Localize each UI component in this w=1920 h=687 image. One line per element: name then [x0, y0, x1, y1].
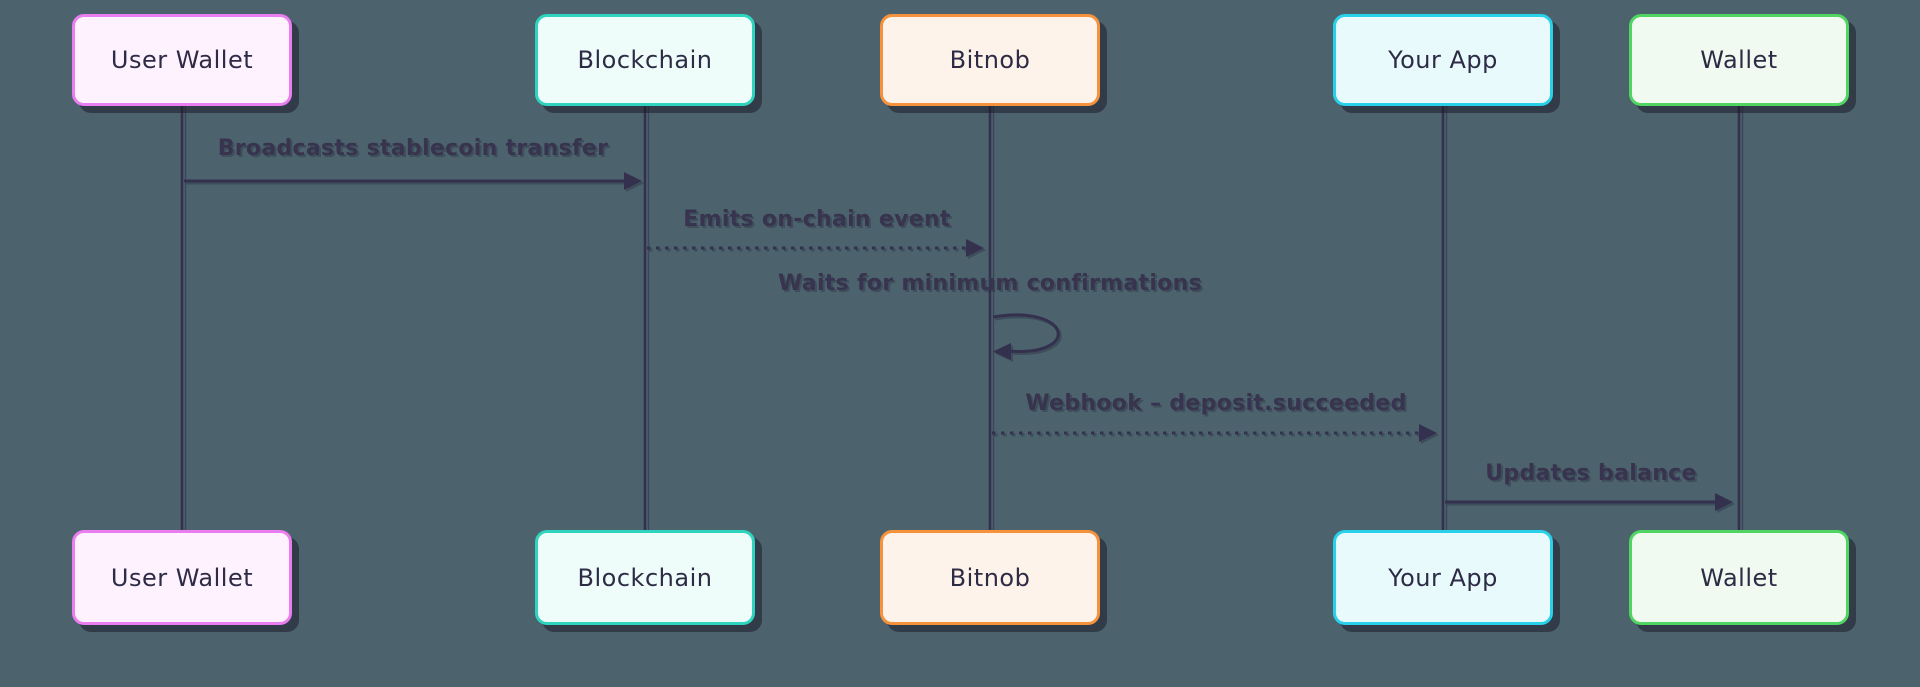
arrowhead-right-icon	[1715, 493, 1733, 511]
actor-box-wallet-top: Wallet	[1629, 14, 1849, 106]
self-loop-curve	[992, 313, 1060, 353]
lifelines	[180, 106, 1744, 532]
actor-box-your-app-bottom: Your App	[1333, 530, 1553, 625]
actor-label: Bitnob	[949, 46, 1031, 74]
actor-label: Blockchain	[577, 563, 713, 592]
arrowhead-right-icon	[1419, 424, 1437, 442]
message-label-webhook: Webhook – deposit.succeeded	[1025, 391, 1407, 416]
message-label-waits-confirms: Waits for minimum confirmations	[778, 271, 1202, 296]
actor-box-user-wallet-bottom: User Wallet	[72, 530, 292, 625]
actor-box-blockchain-bottom: Blockchain	[535, 530, 755, 625]
actor-box-your-app-top: Your App	[1333, 14, 1553, 106]
message-label-updates-balance: Updates balance	[1485, 461, 1697, 486]
actor-label: User Wallet	[110, 563, 254, 592]
actor-label: Wallet	[1700, 563, 1778, 592]
actor-box-bitnob-top: Bitnob	[880, 14, 1100, 106]
actor-label: Your App	[1388, 46, 1498, 74]
actor-label: Bitnob	[949, 563, 1031, 592]
actor-box-bitnob-bottom: Bitnob	[880, 530, 1100, 625]
arrowhead-right-icon	[966, 239, 984, 257]
actor-label: Your App	[1388, 563, 1498, 592]
arrowhead-right-icon	[624, 172, 642, 190]
actor-box-wallet-bottom: Wallet	[1629, 530, 1849, 625]
actor-label: Wallet	[1700, 46, 1778, 74]
message-arrows	[184, 172, 1733, 511]
actor-box-blockchain-top: Blockchain	[535, 14, 755, 106]
message-label-emits-event: Emits on-chain event	[683, 207, 951, 232]
message-label-broadcasts: Broadcasts stablecoin transfer	[217, 136, 609, 161]
actor-label: Blockchain	[577, 46, 713, 74]
arrowhead-left-icon	[993, 343, 1011, 360]
actor-box-user-wallet-top: User Wallet	[72, 14, 292, 106]
actor-label: User Wallet	[110, 46, 254, 74]
